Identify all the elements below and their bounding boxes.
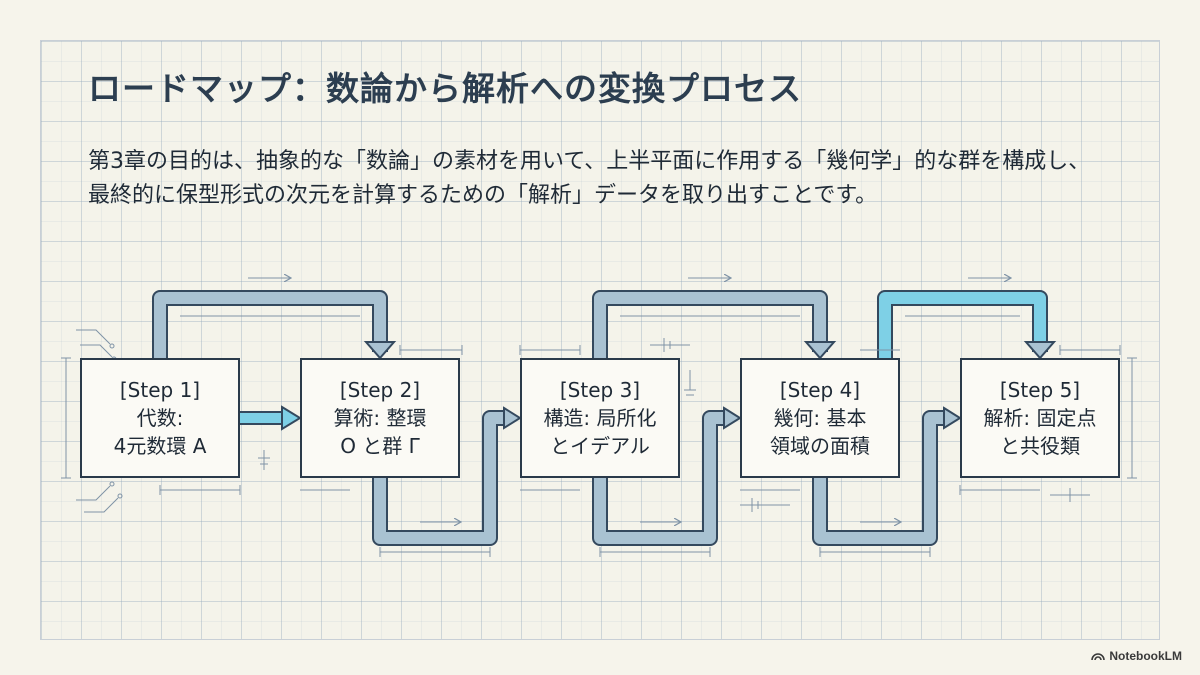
step-4-title: 幾何: 基本 [773,406,867,430]
step-4-box: [Step 4] 幾何: 基本 領域の面積 [740,358,900,478]
step-2-label: [Step 2] [339,378,421,402]
step-3-label: [Step 3] [559,378,641,402]
description-text: 第3章の目的は、抽象的な「数論」の素材を用いて、上半平面に作用する「幾何学」的な… [88,149,1091,208]
step-3-title: 構造: 局所化 [543,406,657,430]
step-1-box: [Step 1] 代数: 4元数環 A [80,358,240,478]
step-2-title: 算術: 整環 [333,406,427,430]
pipe-step4-to-step5-under [812,406,962,546]
arrow-step1-to-step2 [240,405,302,431]
step-5-label: [Step 5] [999,378,1081,402]
step-1-label: [Step 1] [119,378,201,402]
notebooklm-watermark: NotebookLM [1091,649,1182,663]
step-5-box: [Step 5] 解析: 固定点 と共役類 [960,358,1120,478]
pipe-step2-to-step3-under [372,406,522,546]
brand-label: NotebookLM [1109,649,1182,663]
step-3-box: [Step 3] 構造: 局所化 とイデアル [520,358,680,478]
pipe-step3-to-step4-under [592,406,742,546]
pipe-step1-to-step2-over [152,290,397,360]
step-1-title: 代数: [136,406,184,430]
notebooklm-logo-icon [1091,653,1106,661]
step-5-title: 解析: 固定点 [983,406,1097,430]
step-4-subtitle: 領域の面積 [770,434,870,458]
step-2-subtitle: O と群 Γ [340,434,420,458]
dimension-annotations [61,278,1137,557]
step-3-subtitle: とイデアル [550,434,650,458]
page-title: ロードマップ：数論から解析への変換プロセス [88,69,802,108]
step-1-subtitle: 4元数環 A [113,434,207,458]
pipe-step3-to-step4-over [592,290,837,360]
step-2-box: [Step 2] 算術: 整環 O と群 Γ [300,358,460,478]
pipe-step4-to-step5-over [877,290,1057,360]
step-4-label: [Step 4] [779,378,861,402]
step-5-subtitle: と共役類 [1000,434,1080,458]
